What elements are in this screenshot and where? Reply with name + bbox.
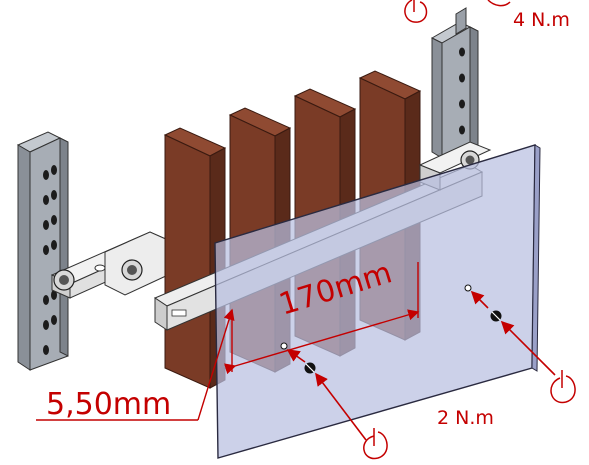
torque-label-top: 4 N.m [513,9,570,31]
depth-dimension-label: 5,50mm [46,387,172,422]
screw-insertion-arrow-left [315,372,367,441]
width-dimension-line [224,309,420,375]
cover-mounting-hole-right [464,284,472,292]
hole-alignment-arrow-right [470,290,489,309]
screw-insertion-arrow-right [500,320,556,376]
left-bracket-nut-1 [53,269,75,291]
cover-mounting-hole-left [280,342,288,350]
screw-icon [304,362,316,374]
left-busbar-support-bracket [50,231,170,299]
rotation-arrow-icon [404,0,428,23]
screw-icon [490,310,502,322]
right-mounting-rail [430,7,479,159]
rotation-arrow-icon [363,428,388,460]
depth-dimension-slope [197,308,235,421]
left-bracket-nut-2 [121,259,143,281]
left-mounting-rail [16,131,69,371]
rotation-arrow-icon [550,370,576,404]
rotation-arrow-icon [487,0,511,7]
transparent-cover-plate [214,144,541,459]
torque-label-bottom: 2 N.m [437,407,494,429]
